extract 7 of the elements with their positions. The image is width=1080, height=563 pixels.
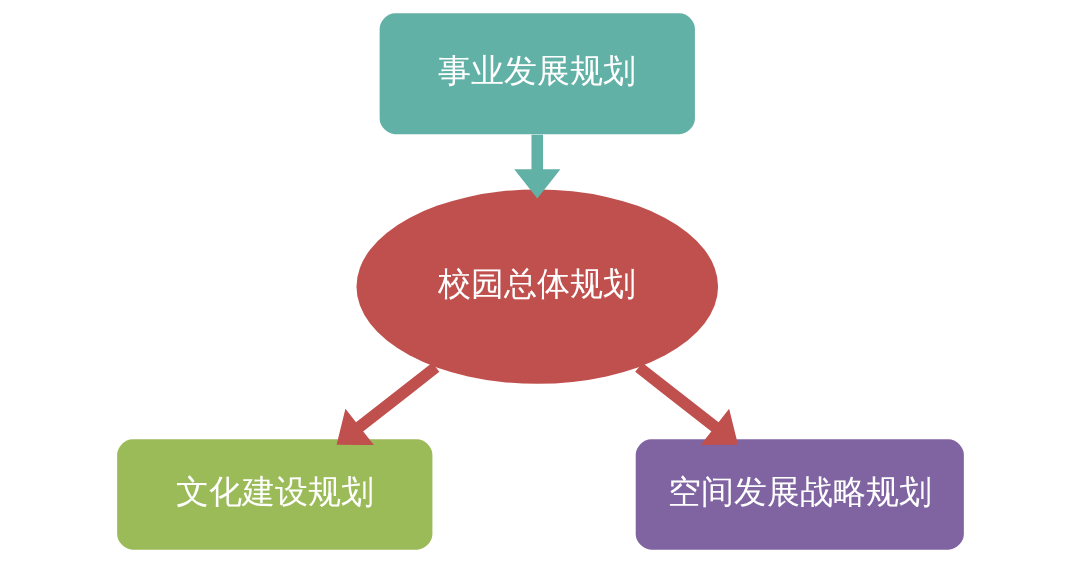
arrow [634, 362, 738, 445]
node-box: 文化建设规划 [116, 439, 432, 550]
arrow [513, 134, 560, 199]
arrow [336, 362, 439, 445]
node-ellipse: 校园总体规划 [356, 189, 718, 384]
node-box: 事业发展规划 [379, 13, 695, 135]
node-box: 空间发展战略规划 [635, 439, 964, 550]
